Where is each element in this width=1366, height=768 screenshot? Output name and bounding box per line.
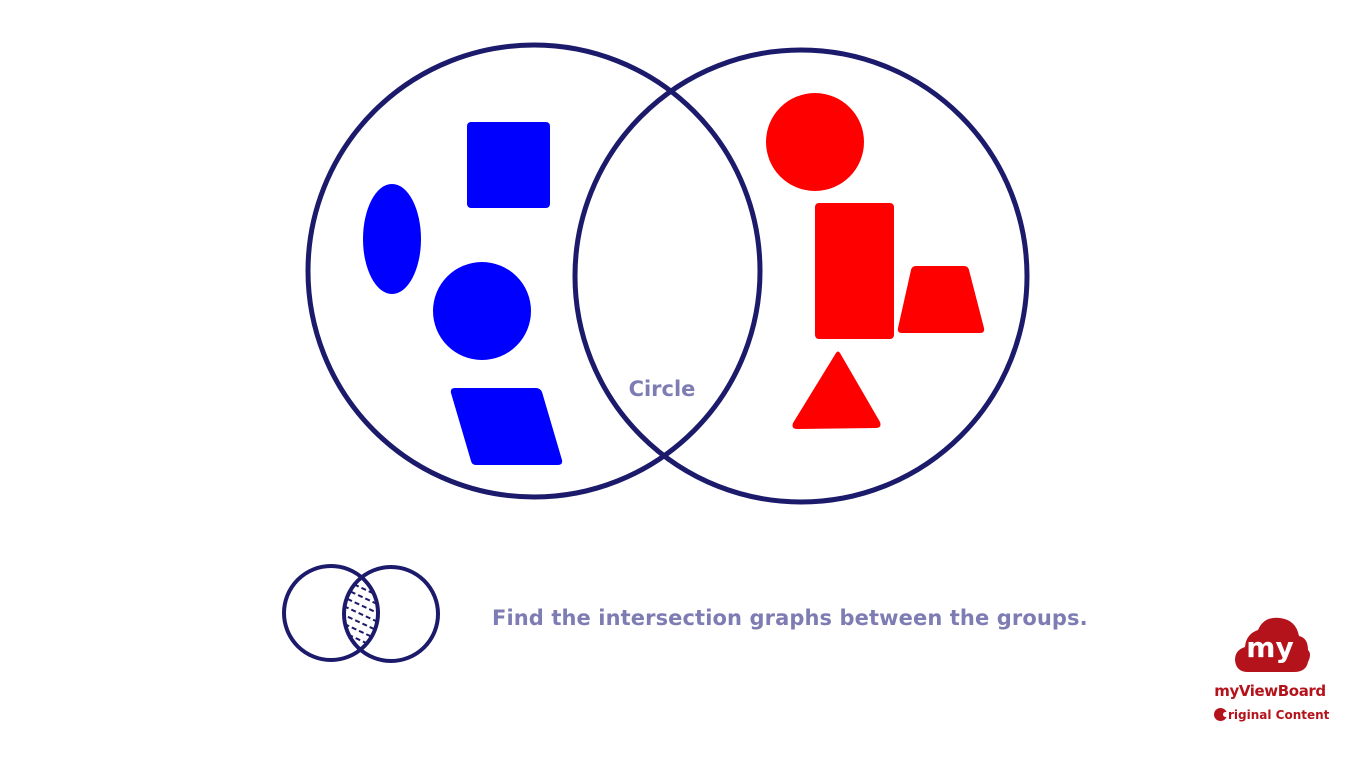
blue-parallelogram-shape[interactable] bbox=[450, 388, 563, 465]
brand-name: myViewBoard bbox=[1214, 682, 1326, 700]
red-rectangle-shape[interactable] bbox=[815, 203, 894, 339]
red-trapezoid-shape[interactable] bbox=[897, 266, 985, 333]
intersection-label: Circle bbox=[629, 377, 696, 401]
blue-circle-shape[interactable] bbox=[433, 262, 531, 360]
right-set-circle bbox=[572, 47, 1030, 505]
brand-tagline: riginal Content bbox=[1214, 708, 1332, 722]
red-triangle-shape[interactable] bbox=[792, 351, 881, 430]
blue-square-shape[interactable] bbox=[467, 122, 550, 208]
left-set-circle bbox=[305, 42, 763, 500]
red-circle-shape[interactable] bbox=[766, 93, 864, 191]
svg-text:my: my bbox=[1246, 631, 1293, 664]
venn-intersection-icon bbox=[282, 564, 440, 663]
instruction-text: Find the intersection graphs between the… bbox=[492, 606, 1088, 630]
original-mark-icon bbox=[1214, 708, 1228, 721]
cloud-icon: my bbox=[1235, 617, 1310, 672]
blue-oval-shape[interactable] bbox=[363, 184, 421, 294]
myviewboard-logo: my myViewBoard riginal Content bbox=[1208, 612, 1332, 734]
